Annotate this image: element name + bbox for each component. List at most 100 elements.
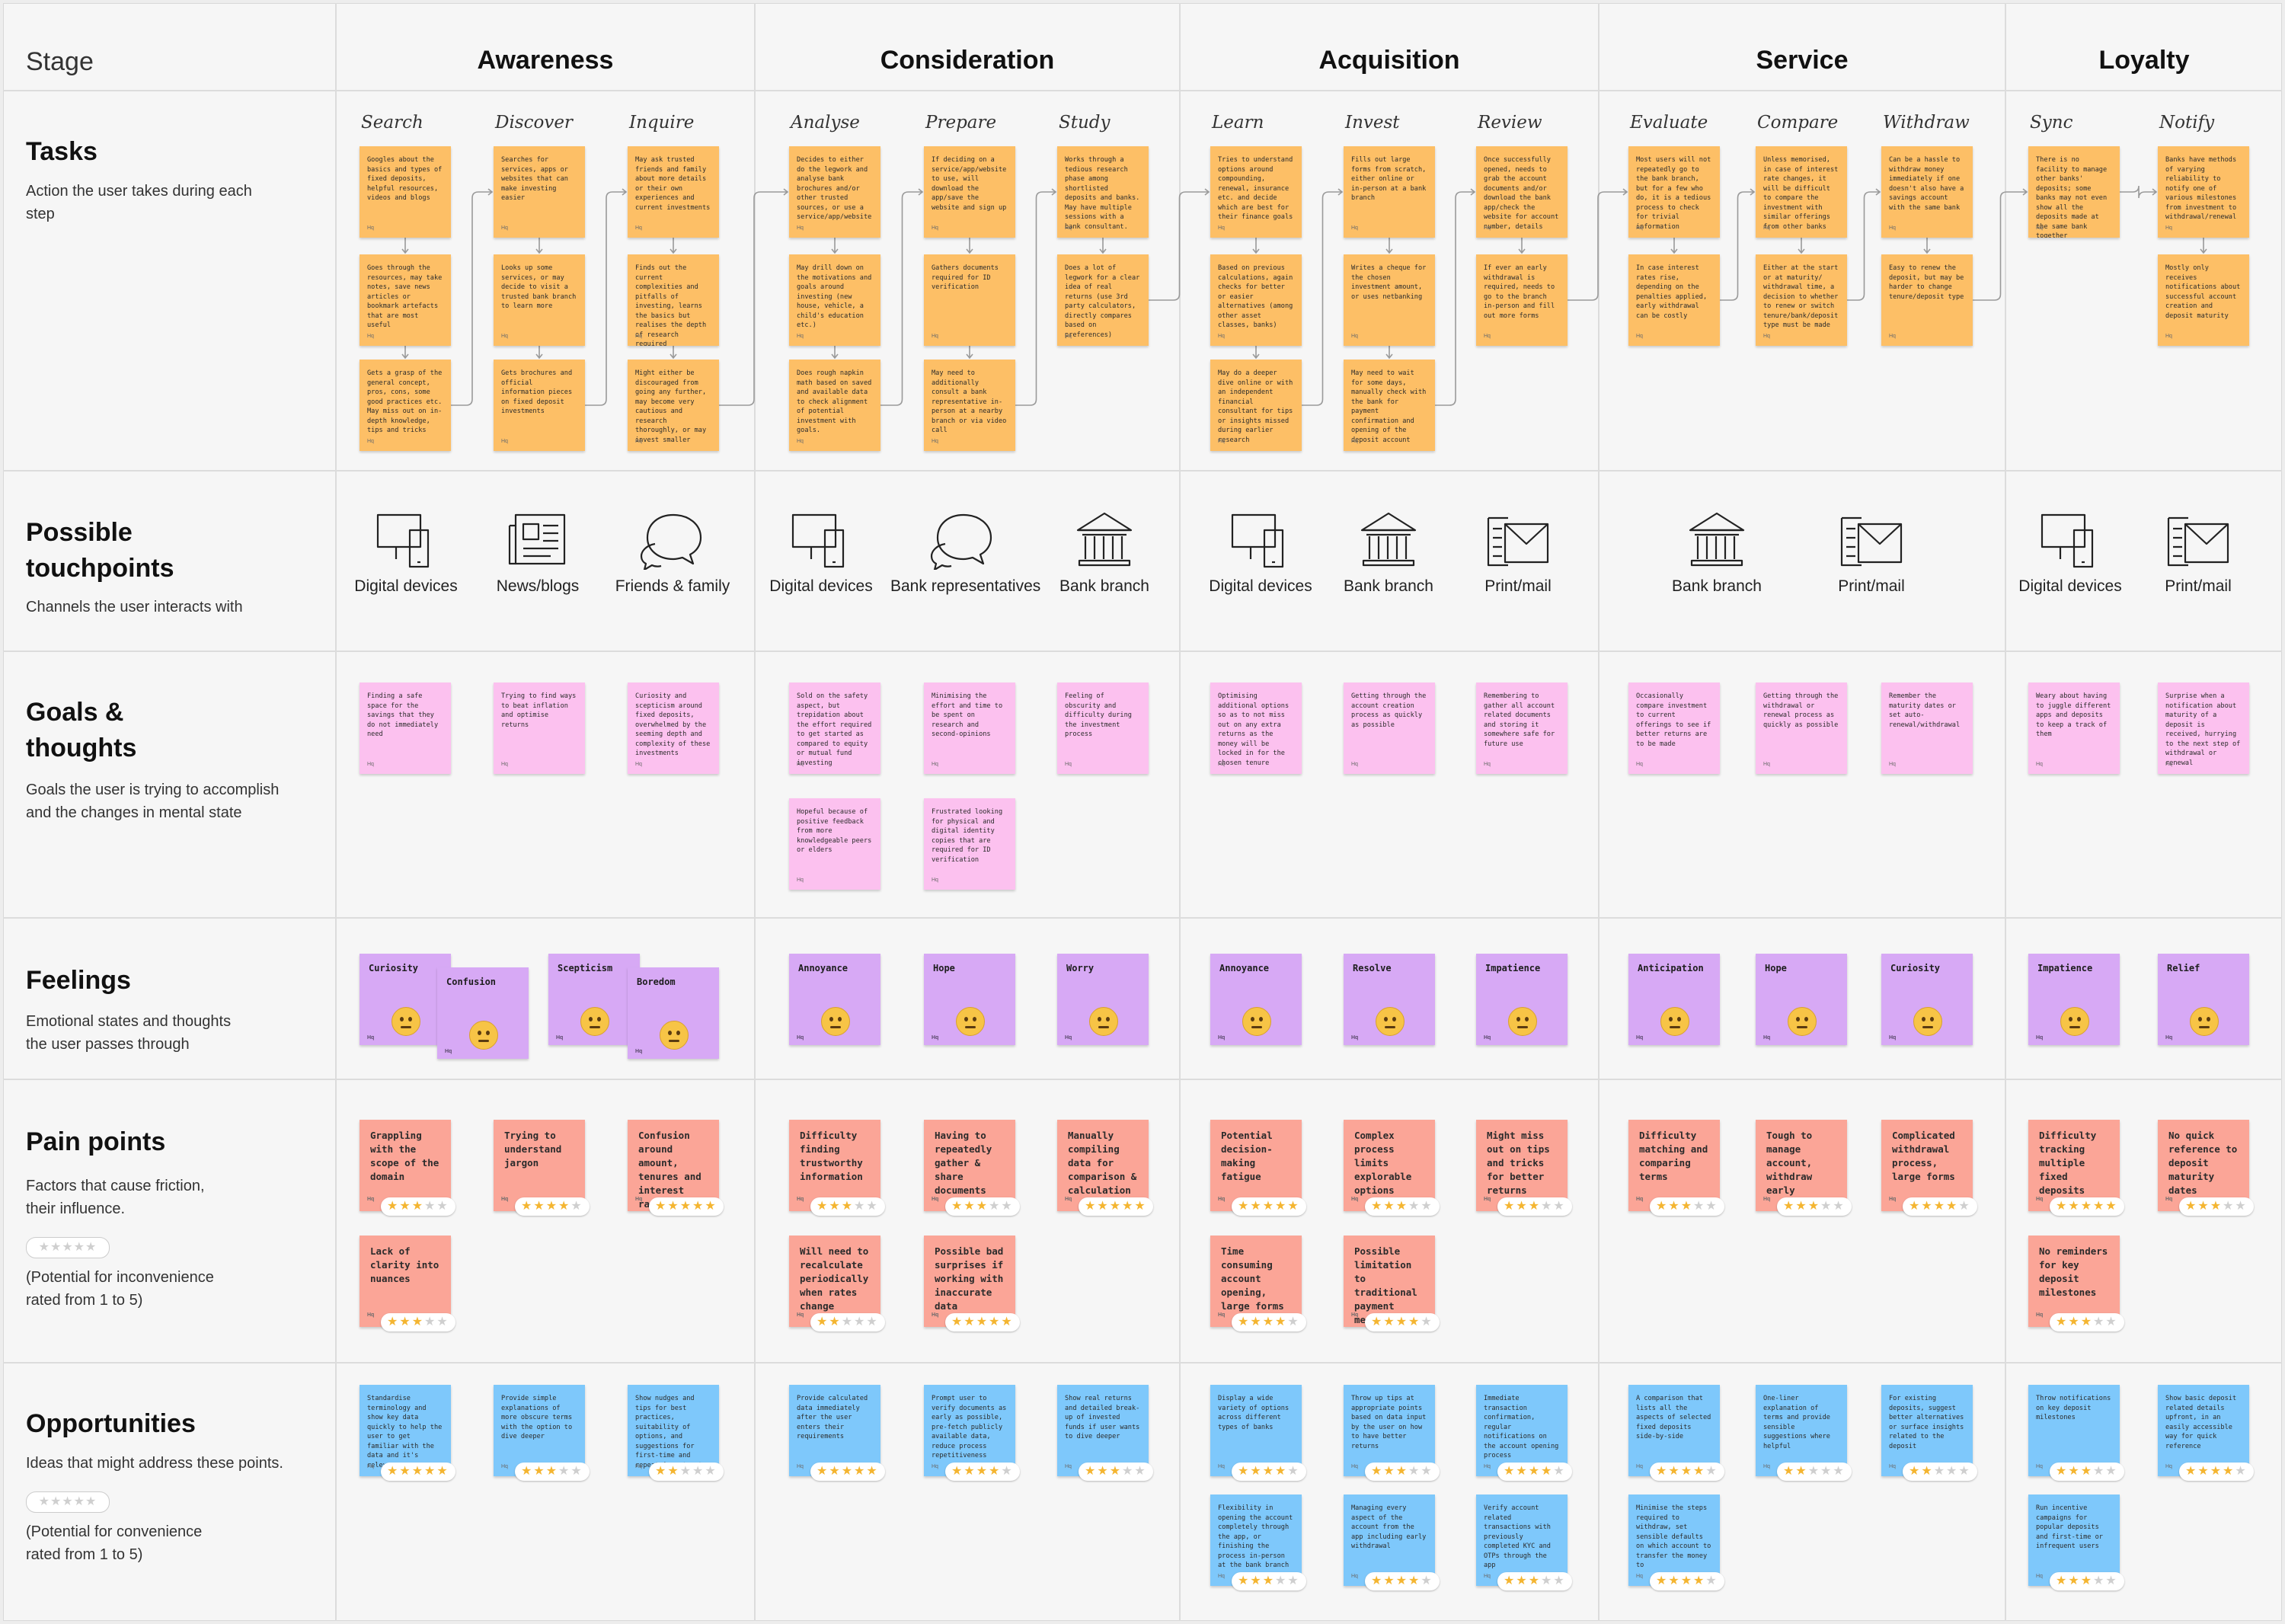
task-note[interactable]: In case interest rates rise, depending o…: [1628, 254, 1720, 346]
opportunity-note[interactable]: Show basic deposit related details upfro…: [2158, 1385, 2249, 1476]
task-note[interactable]: Googles about the basics and types of fi…: [360, 146, 451, 238]
pain-note[interactable]: Having to repeatedly gather & share docu…: [924, 1120, 1015, 1211]
task-note[interactable]: May ask trusted friends and family about…: [628, 146, 719, 238]
task-note[interactable]: Mostly only receives notifications about…: [2158, 254, 2249, 346]
pain-note[interactable]: Time consuming account opening, large fo…: [1210, 1236, 1302, 1327]
pain-note[interactable]: Confusion around amount, tenures and int…: [628, 1120, 719, 1211]
opportunity-note[interactable]: Flexibility in opening the account compl…: [1210, 1495, 1302, 1586]
opportunity-note[interactable]: Show real returns and detailed break-up …: [1057, 1385, 1149, 1476]
opportunity-note[interactable]: For existing deposits, suggest better al…: [1881, 1385, 1973, 1476]
task-note[interactable]: Either at the start or at maturity/ with…: [1756, 254, 1847, 346]
goal-note[interactable]: Feeling of obscurity and difficulty duri…: [1057, 683, 1149, 774]
task-note[interactable]: Based on previous calculations, again ch…: [1210, 254, 1302, 346]
task-note[interactable]: Easy to renew the deposit, but may be ha…: [1881, 254, 1973, 346]
task-note[interactable]: May need to wait for some days, manually…: [1344, 360, 1435, 451]
opportunity-note[interactable]: Run incentive campaigns for popular depo…: [2028, 1495, 2120, 1586]
opportunity-note[interactable]: Display a wide variety of options across…: [1210, 1385, 1302, 1476]
task-note[interactable]: Tries to understand options around compo…: [1210, 146, 1302, 238]
goal-note[interactable]: Optimising additional options so as to n…: [1210, 683, 1302, 774]
pain-note[interactable]: Possible bad surprises if working with i…: [924, 1236, 1015, 1327]
opportunity-note[interactable]: Show nudges and tips for best practices,…: [628, 1385, 719, 1476]
task-note[interactable]: Can be a hassle to withdraw money immedi…: [1881, 146, 1973, 238]
opportunity-note[interactable]: Provide simple explanations of more obsc…: [494, 1385, 585, 1476]
task-note[interactable]: Gets brochures and official information …: [494, 360, 585, 451]
goal-note[interactable]: Weary about having to juggle different a…: [2028, 683, 2120, 774]
opportunity-note[interactable]: Immediate transaction confirmation, regu…: [1476, 1385, 1568, 1476]
task-note[interactable]: Goes through the resources, may take not…: [360, 254, 451, 346]
task-note[interactable]: Once successfully opened, needs to grab …: [1476, 146, 1568, 238]
goal-note[interactable]: Finding a safe space for the savings tha…: [360, 683, 451, 774]
pain-note[interactable]: Difficulty finding trustworthy informati…: [789, 1120, 880, 1211]
goal-note[interactable]: Sold on the safety aspect, but trepidati…: [789, 683, 880, 774]
task-note[interactable]: Decides to either do the legwork and ana…: [789, 146, 880, 238]
task-note[interactable]: Gathers documents required for ID verifi…: [924, 254, 1015, 346]
task-note[interactable]: May do a deeper dive online or with an i…: [1210, 360, 1302, 451]
task-note[interactable]: Fills out large forms from scratch, eith…: [1344, 146, 1435, 238]
task-note[interactable]: Might either be discouraged from going a…: [628, 360, 719, 451]
goal-note[interactable]: Occasionally compare investment to curre…: [1628, 683, 1720, 774]
opportunity-note[interactable]: Minimise the steps required to withdraw,…: [1628, 1495, 1720, 1586]
task-note[interactable]: May need to additionally consult a bank …: [924, 360, 1015, 451]
pain-note[interactable]: Manually compiling data for comparison &…: [1057, 1120, 1149, 1211]
task-note[interactable]: May drill down on the motivations and go…: [789, 254, 880, 346]
task-note[interactable]: Gets a grasp of the general concept, pro…: [360, 360, 451, 451]
opportunity-note[interactable]: One-liner explanation of terms and provi…: [1756, 1385, 1847, 1476]
goal-note[interactable]: Frustrated looking for physical and digi…: [924, 798, 1015, 890]
task-note[interactable]: Most users will not repeatedly go to the…: [1628, 146, 1720, 238]
task-note[interactable]: There is no facility to manage other ban…: [2028, 146, 2120, 238]
opportunity-note[interactable]: Throw notifications on key deposit miles…: [2028, 1385, 2120, 1476]
pain-note[interactable]: Complex process limits explorable option…: [1344, 1120, 1435, 1211]
goal-note[interactable]: Remembering to gather all account relate…: [1476, 683, 1568, 774]
pain-note[interactable]: Complicated withdrawal process, large fo…: [1881, 1120, 1973, 1211]
opportunity-note[interactable]: Prompt user to verify documents as early…: [924, 1385, 1015, 1476]
task-note[interactable]: If ever an early withdrawal is required,…: [1476, 254, 1568, 346]
goal-note[interactable]: Getting through the withdrawal or renewa…: [1756, 683, 1847, 774]
task-note[interactable]: Searches for services, apps or websites …: [494, 146, 585, 238]
opportunity-note[interactable]: Throw up tips at appropriate points base…: [1344, 1385, 1435, 1476]
goal-note[interactable]: Minimising the effort and time to be spe…: [924, 683, 1015, 774]
task-note[interactable]: Unless memorised, in case of interest ra…: [1756, 146, 1847, 238]
goal-note[interactable]: Getting through the account creation pro…: [1344, 683, 1435, 774]
task-note[interactable]: Finds out the current complexities and p…: [628, 254, 719, 346]
task-note[interactable]: If deciding on a service/app/website to …: [924, 146, 1015, 238]
task-note[interactable]: Looks up some services, or may decide to…: [494, 254, 585, 346]
goal-note[interactable]: Hopeful because of positive feedback fro…: [789, 798, 880, 890]
goal-note[interactable]: Surprise when a notification about matur…: [2158, 683, 2249, 774]
opportunity-note[interactable]: A comparison that lists all the aspects …: [1628, 1385, 1720, 1476]
pain-note[interactable]: Will need to recalculate periodically wh…: [789, 1236, 880, 1327]
goal-note[interactable]: Curiosity and scepticism around fixed de…: [628, 683, 719, 774]
opportunity-note[interactable]: Provide calculated data immediately afte…: [789, 1385, 880, 1476]
pain-note[interactable]: Difficulty tracking multiple fixed depos…: [2028, 1120, 2120, 1211]
goal-note[interactable]: Remember the maturity dates or set auto-…: [1881, 683, 1973, 774]
pain-note[interactable]: No quick reference to deposit maturity d…: [2158, 1120, 2249, 1211]
pain-note[interactable]: Might miss out on tips and tricks for be…: [1476, 1120, 1568, 1211]
task-note[interactable]: Does a lot of legwork for a clear idea o…: [1057, 254, 1149, 346]
opportunity-note[interactable]: Standardise terminology and show key dat…: [360, 1385, 451, 1476]
opportunity-note[interactable]: Managing every aspect of the account fro…: [1344, 1495, 1435, 1586]
goal-note[interactable]: Trying to find ways to beat inflation an…: [494, 683, 585, 774]
task-note[interactable]: Writes a cheque for the chosen investmen…: [1344, 254, 1435, 346]
task-note[interactable]: Works through a tedious research phase a…: [1057, 146, 1149, 238]
